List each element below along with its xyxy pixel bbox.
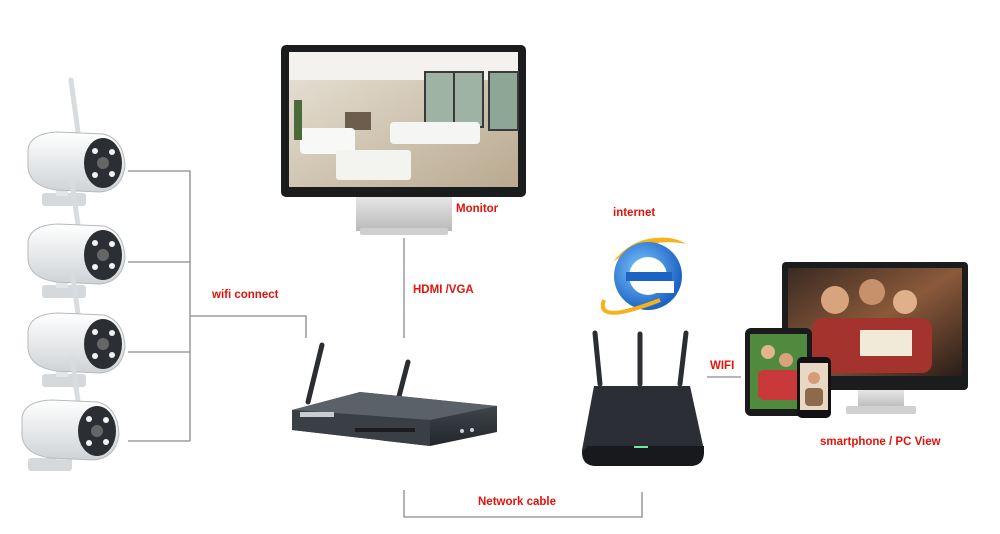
camera-1 [28, 80, 125, 206]
label-network-cable: Network cable [478, 496, 556, 508]
label-monitor: Monitor [456, 203, 498, 215]
label-hdmi-vga: HDMI /VGA [413, 284, 474, 296]
label-wifi: WIFI [710, 360, 734, 372]
nvr-icon [292, 345, 497, 446]
label-wifi-connect: wifi connect [212, 289, 278, 301]
label-internet: internet [613, 207, 655, 219]
camera-bus-line [128, 171, 190, 441]
label-smartphone-pc-view: smartphone / PC View [820, 436, 941, 448]
internet-explorer-icon [603, 238, 686, 313]
smartphone-icon [797, 357, 831, 418]
wifi-connect-line [190, 316, 306, 338]
router-icon [582, 333, 704, 466]
